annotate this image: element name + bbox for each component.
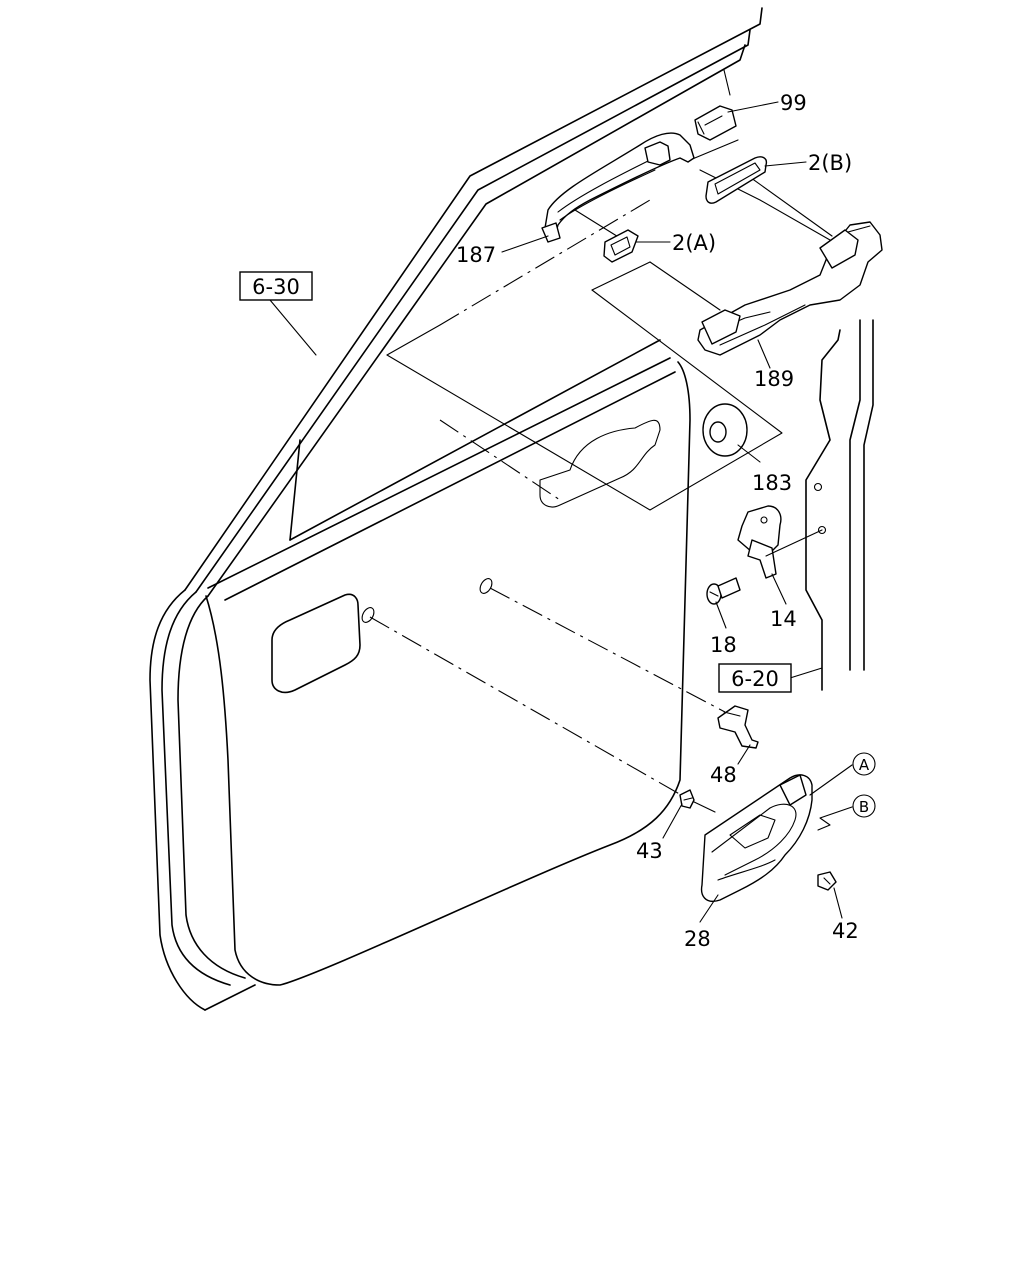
marker-b: B	[852, 794, 876, 818]
label-leaders	[269, 101, 853, 923]
part-labels: 99 2(B) 2(A) 187 189 183 14 18 48 43 28 …	[456, 91, 859, 951]
label-43: 43	[636, 839, 663, 863]
part-48-clip	[717, 705, 759, 749]
ref-6-30-label: 6-30	[252, 275, 300, 299]
marker-a: A	[852, 752, 876, 776]
label-28: 28	[684, 927, 711, 951]
label-42: 42	[832, 919, 859, 943]
marker-b-label: B	[859, 798, 869, 816]
ref-6-30[interactable]: 6-30	[239, 271, 313, 301]
part-189-base	[697, 221, 883, 356]
part-183-grommet	[702, 403, 748, 457]
ref-6-20[interactable]: 6-20	[718, 663, 792, 693]
door-outline	[149, 7, 763, 1011]
ref-6-20-label: 6-20	[731, 667, 779, 691]
part-2a-gasket	[603, 229, 639, 263]
part-18-screw	[706, 577, 741, 605]
part-14-striker	[737, 505, 823, 579]
label-189: 189	[754, 367, 794, 391]
rear-pillar	[805, 319, 874, 691]
label-183: 183	[752, 471, 792, 495]
label-14: 14	[770, 607, 797, 631]
marker-a-label: A	[859, 756, 870, 774]
outer-handle	[541, 132, 695, 243]
part-43-clip	[679, 789, 695, 809]
part-28-inside-handle	[700, 774, 813, 902]
leader-lines	[369, 139, 833, 813]
door-cutouts	[271, 419, 661, 694]
part-42-screw	[817, 871, 837, 891]
part-99-cap	[694, 105, 737, 141]
label-2b: 2(B)	[808, 151, 852, 175]
label-48: 48	[710, 763, 737, 787]
label-99: 99	[780, 91, 807, 115]
label-2a: 2(A)	[672, 231, 716, 255]
label-18: 18	[710, 633, 737, 657]
part-2b-gasket	[705, 156, 768, 204]
label-187: 187	[456, 243, 496, 267]
